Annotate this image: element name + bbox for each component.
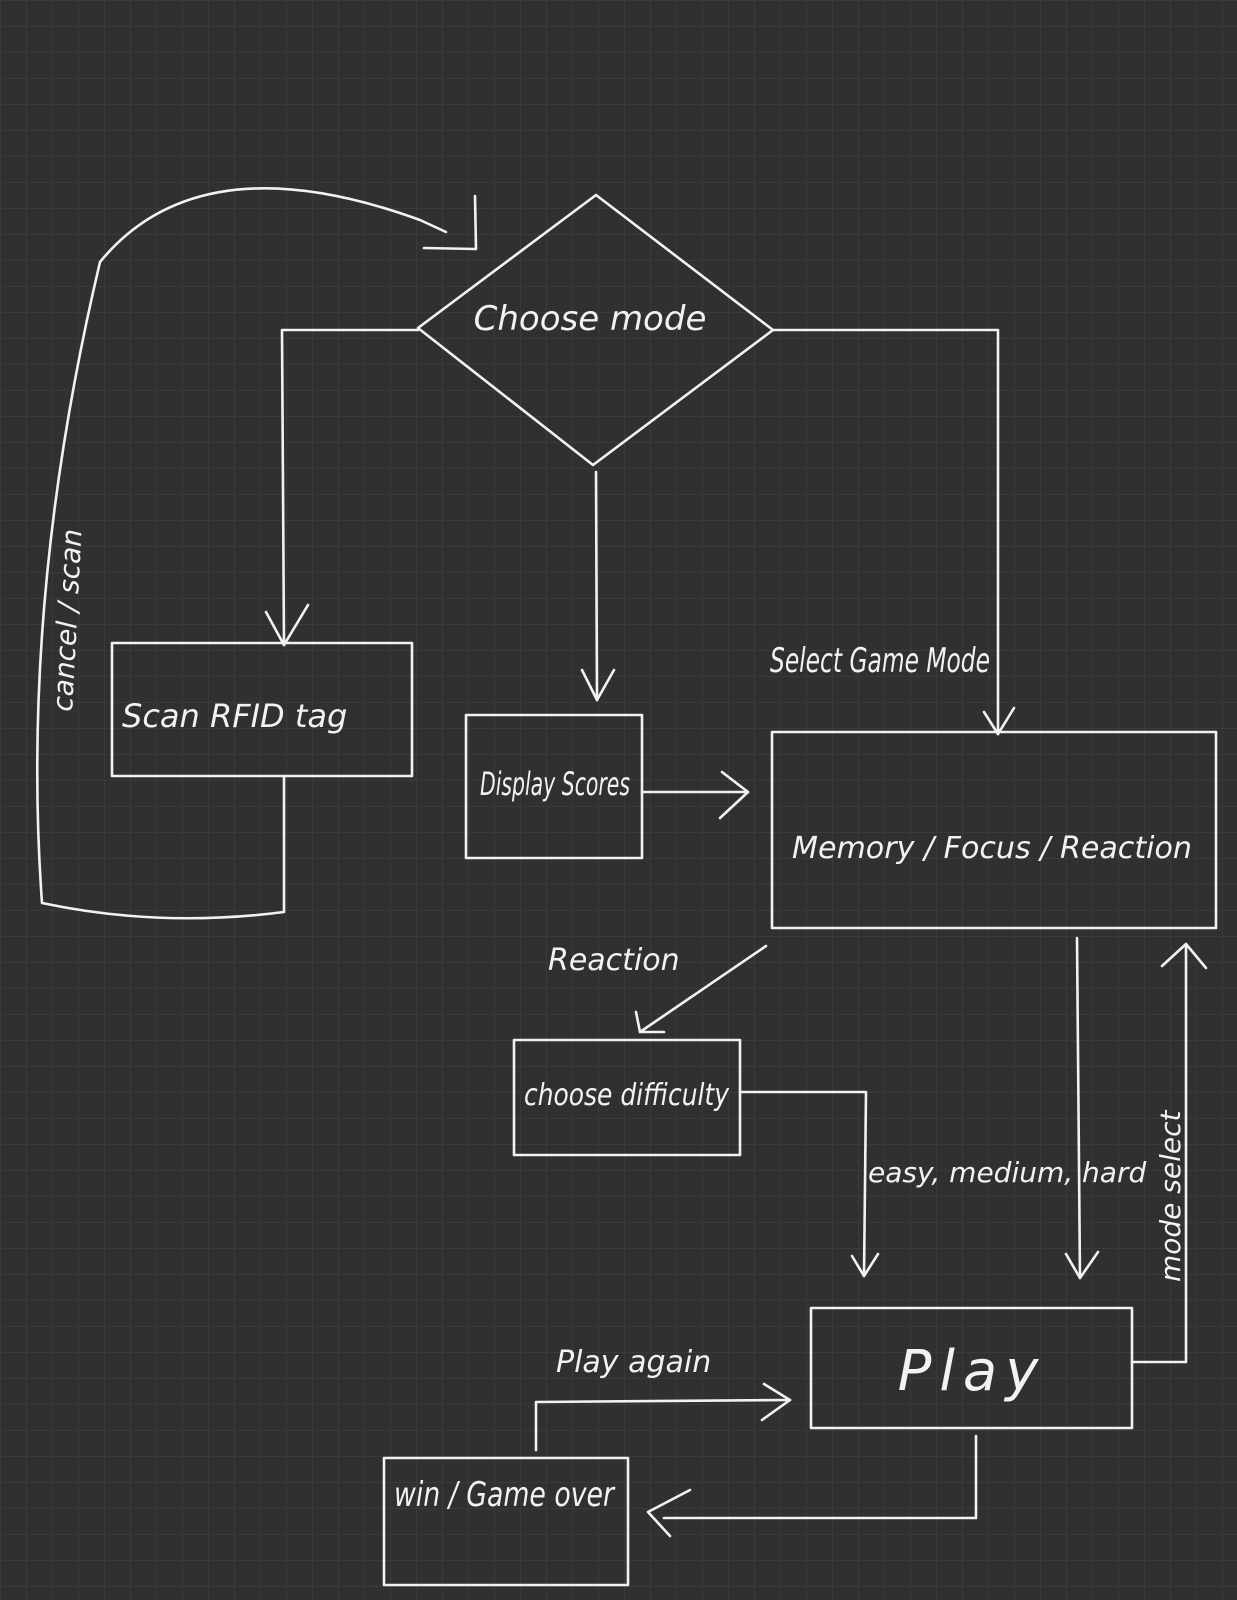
arrowhead-play-again: [760, 1382, 792, 1422]
arrowhead-play-from-modes: [1064, 1250, 1100, 1280]
arrowhead-scan: [264, 603, 310, 647]
game-modes-box: [770, 730, 1218, 930]
arrowhead-scores: [580, 668, 616, 702]
arrowhead-difficulty: [634, 1010, 666, 1034]
edge-difficulty-to-play: [738, 1090, 868, 1278]
arrowhead-modes-left: [718, 770, 750, 820]
edge-modes-to-play: [1075, 936, 1082, 1280]
arrowhead-play-from-difficulty: [850, 1252, 880, 1278]
edge-mode-to-scores: [594, 470, 599, 702]
edge-modes-to-difficulty: [638, 944, 768, 1034]
play-label: Play: [898, 1339, 1047, 1404]
arrowhead-gameover: [646, 1488, 692, 1538]
arrowhead-loop: [422, 194, 478, 251]
cancel-scan-label: cancel / scan: [46, 528, 89, 712]
choose-mode-label: Choose mode: [474, 299, 707, 339]
difficulty-levels-label: easy, medium, hard: [868, 1156, 1146, 1189]
choose-mode-diamond: [416, 193, 775, 467]
arrowhead-modes-bottom: [1160, 942, 1208, 970]
arrowhead-modes-top: [982, 706, 1016, 736]
display-scores-box: [464, 713, 644, 860]
select-game-mode-label: Select Game Mode: [770, 641, 990, 681]
play-box: [809, 1306, 1134, 1430]
choose-difficulty-box: [512, 1038, 742, 1157]
game-modes-label: Memory / Focus / Reaction: [792, 831, 1192, 866]
win-game-over-label: win / Game over: [394, 1475, 616, 1515]
edge-mode-to-scan: [280, 328, 420, 647]
scan-rfid-box: [110, 641, 414, 778]
edge-play-to-gameover: [662, 1434, 978, 1520]
reaction-label: Reaction: [548, 943, 680, 978]
display-scores-label: Display Scores: [480, 765, 630, 803]
mode-select-label: mode select: [1154, 1109, 1187, 1282]
win-game-over-box: [382, 1456, 630, 1587]
play-again-label: Play again: [556, 1345, 711, 1380]
edge-play-to-modes: [1130, 942, 1188, 1364]
edge-gameover-to-play: [534, 1398, 792, 1452]
edge-mode-to-modes: [771, 328, 1000, 736]
edge-scan-loop: [35, 187, 448, 920]
scan-rfid-label: Scan RFID tag: [122, 697, 347, 735]
choose-difficulty-label: choose difficulty: [524, 1078, 730, 1113]
